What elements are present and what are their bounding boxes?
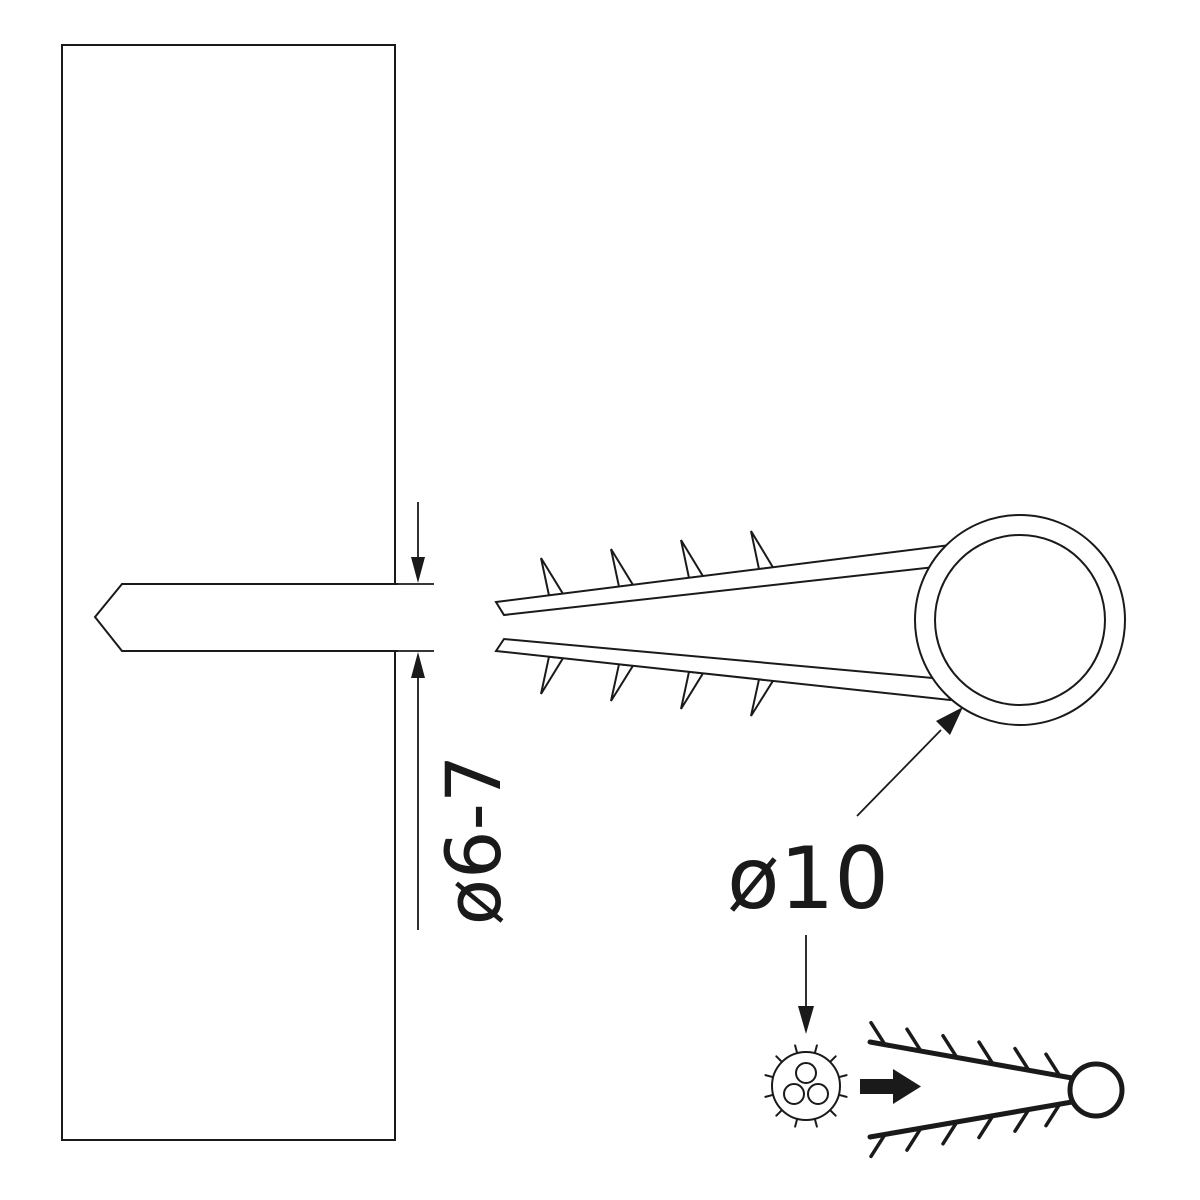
cable-sheath-ticks [764,1044,848,1128]
dimension-arrow-up-icon [411,652,425,678]
pointer-arrow-head-icon [936,707,963,735]
dimension-extension-lines [398,583,434,652]
clip-barb [680,670,705,710]
side-view-upper-jaw [867,1039,1075,1081]
clip-side-view [867,1020,1125,1159]
cable-cross-section [764,1044,848,1128]
pointer-arrow-shaft [856,729,942,817]
clip-upper-jaw [494,543,952,617]
side-view-lower-jaw [867,1099,1075,1140]
clip-pointer-arrow [856,707,963,817]
cable-clip [494,514,1127,726]
clip-ring [913,514,1127,726]
side-view-lower-hatches [869,1101,1062,1159]
clip-diameter-label: ø10 [727,829,889,929]
clip-barb [610,663,635,702]
clip-barb [540,655,565,695]
clip-barb [610,548,635,588]
cable-conductor [795,1062,817,1084]
drilled-hole [93,583,398,652]
clip-barb [750,678,775,717]
down-arrow-head-icon [798,1006,814,1034]
insert-direction-arrow-icon [860,1069,921,1104]
hole-diameter-label: ø6-7 [429,755,518,926]
cable-conductor [783,1083,805,1105]
cable-conductor [807,1083,829,1105]
side-view-upper-hatches [869,1020,1062,1078]
clip-barb [680,539,705,580]
dimension-arrow-down-icon [411,557,425,583]
cable-down-arrow [798,935,814,1034]
hole-diameter-dimension: ø6-7 [411,502,518,930]
clip-barb [540,557,565,597]
side-view-ring [1067,1061,1125,1119]
clip-lower-jaw [494,637,952,702]
clip-barb [750,530,775,571]
